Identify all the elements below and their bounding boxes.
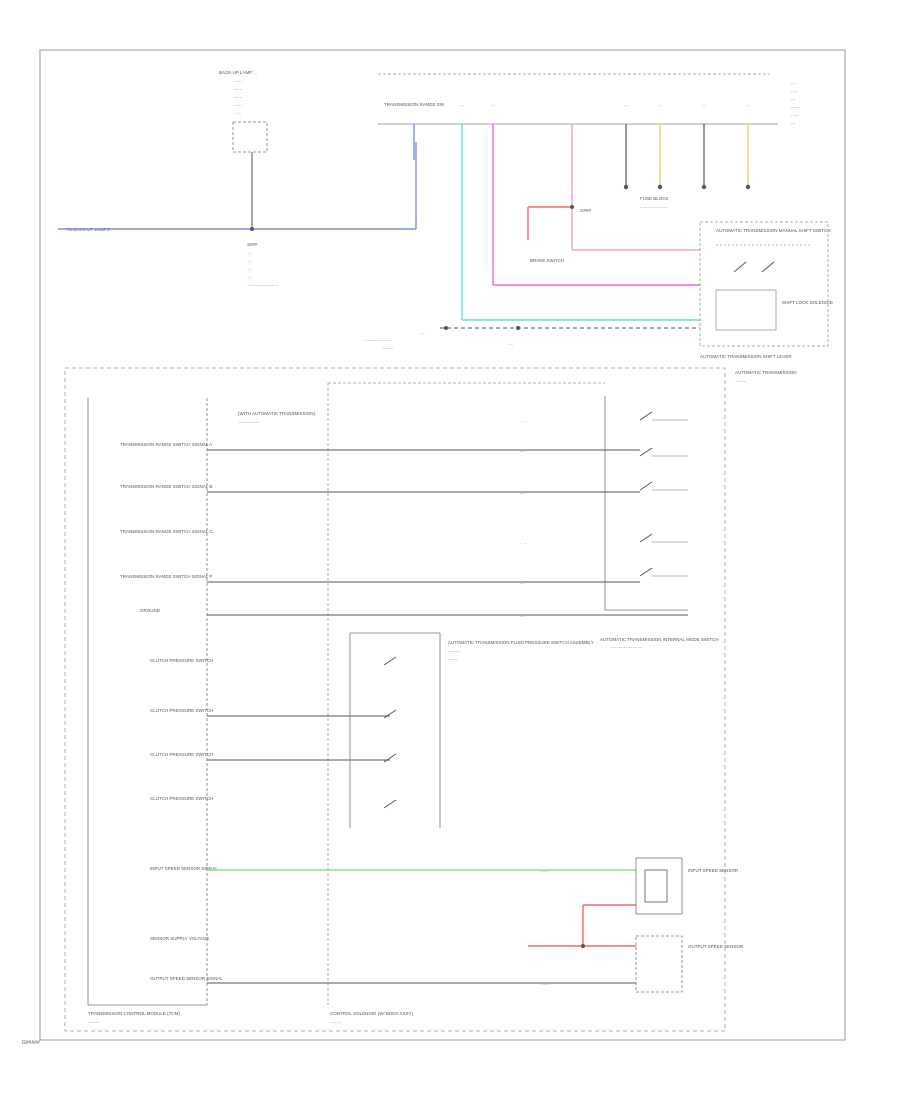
magenta-wire <box>492 160 700 286</box>
tcm-box: TRANSMISSION CONTROL MODULE (TCM) ......… <box>87 398 316 1024</box>
backup-lamp-label: BACK-UP LAMP ... <box>219 70 257 75</box>
splice-block: S### ... ... ... ... ...................… <box>247 242 278 287</box>
pressure-switch-box: AUTOMATIC TRANSMISSION FLUID PRESSURE SW… <box>349 632 594 828</box>
svg-text:BRAKE SWITCH: BRAKE SWITCH <box>530 258 564 263</box>
svg-text:.......: ....... <box>234 86 243 91</box>
backup-lamp-component: BACK-UP LAMP ... ...... ....... ....... … <box>219 70 268 228</box>
svg-text:AUTOMATIC TRANSMISSION SHIFT L: AUTOMATIC TRANSMISSION SHIFT LEVER <box>700 354 792 359</box>
svg-text:....: .... <box>520 580 525 585</box>
svg-text:...: ... <box>491 102 495 107</box>
svg-text:.........................: ......................... <box>247 282 278 287</box>
svg-text:OUTPUT SPEED SENSOR: OUTPUT SPEED SENSOR <box>688 944 744 949</box>
svg-text:.......: ....... <box>234 94 243 99</box>
svg-text:......: ...... <box>234 78 242 83</box>
shift-lever-box: AUTOMATIC TRANSMISSION MANUAL SHIFT SWIT… <box>699 221 834 359</box>
svg-text:SENSOR SUPPLY VOLTAGE: SENSOR SUPPLY VOLTAGE <box>150 936 209 941</box>
svg-text:...: ... <box>247 258 251 263</box>
svg-text:.....: ..... <box>790 120 796 125</box>
svg-text:(WITH AUTOMATIC TRANSMISSION): (WITH AUTOMATIC TRANSMISSION) <box>238 411 316 416</box>
svg-text:.........: ......... <box>88 1019 99 1024</box>
page-frame <box>39 49 846 1041</box>
svg-text:.................: ................. <box>238 419 259 424</box>
svg-text:AUTOMATIC TRANSMISSION MANUAL: AUTOMATIC TRANSMISSION MANUAL SHIFT SWIT… <box>716 228 831 233</box>
svg-text:.........: ......... <box>330 1019 341 1024</box>
svg-text:GROUND: GROUND <box>140 608 161 613</box>
svg-text:.....................: ..................... <box>365 337 391 342</box>
transmission-housing <box>64 367 726 1032</box>
svg-text:.....: ..... <box>235 110 241 115</box>
svg-text:........: ........ <box>448 656 458 661</box>
top-right-label: .... ...... ..... ........ ....... ..... <box>790 80 800 125</box>
svg-text:..........................: .......................... <box>610 644 643 649</box>
svg-text:INPUT SPEED SENSOR: INPUT SPEED SENSOR <box>688 868 739 873</box>
svg-text:....: .... <box>508 341 513 346</box>
svg-text:...: ... <box>247 266 251 271</box>
svg-text:....: .... <box>520 613 525 618</box>
svg-text:SHIFT LOCK SOLENOID: SHIFT LOCK SOLENOID <box>782 300 834 305</box>
svg-text:...: ... <box>624 102 628 107</box>
svg-text:TRANSMISSION RANGE SWITCH SIGN: TRANSMISSION RANGE SWITCH SIGNAL B <box>120 484 212 489</box>
range-switch-box: AUTOMATIC TRANSMISSION INTERNAL MODE SWI… <box>600 396 719 649</box>
svg-text:AUTOMATIC TRANSMISSION: AUTOMATIC TRANSMISSION <box>735 370 797 375</box>
pink-wire: G### BRAKE SWITCH <box>527 160 700 263</box>
control-solenoid-box: CONTROL SOLENOID (W/ BODY ASSY) ........… <box>327 382 605 1024</box>
output-speed-sensor: OUTPUT SPEED SENSOR <box>635 935 744 993</box>
svg-text:.........: ......... <box>735 378 746 383</box>
cyan-wire <box>461 160 700 321</box>
svg-text:. . .: . . . <box>520 540 526 545</box>
svg-text:....: .... <box>790 80 795 85</box>
svg-text:...: ... <box>247 274 251 279</box>
top-connectors: TRANSMISSION RANGE SW ... ... ... ... ..… <box>384 102 751 209</box>
svg-text:...: ... <box>702 102 706 107</box>
input-speed-sensor: INPUT SPEED SENSOR <box>635 857 739 915</box>
svg-text:......: ...... <box>790 88 798 93</box>
svg-text:CLUTCH PRESSURE SWITCH: CLUTCH PRESSURE SWITCH <box>150 708 213 713</box>
svg-text:G###: G### <box>580 208 592 213</box>
svg-text:CLUTCH PRESSURE SWITCH: CLUTCH PRESSURE SWITCH <box>150 658 213 663</box>
svg-text:CONTROL SOLENOID (W/ BODY ASSY: CONTROL SOLENOID (W/ BODY ASSY) <box>330 1011 414 1016</box>
svg-text:........: ........ <box>540 981 550 986</box>
svg-text:FUSE BLOCK: FUSE BLOCK <box>640 196 669 201</box>
svg-text:CLUTCH PRESSURE SWITCH: CLUTCH PRESSURE SWITCH <box>150 796 213 801</box>
svg-text:CLUTCH PRESSURE SWITCH: CLUTCH PRESSURE SWITCH <box>150 752 213 757</box>
svg-text:......................: ...................... <box>640 204 668 209</box>
svg-text:...: ... <box>746 102 750 107</box>
svg-text:...: ... <box>658 102 662 107</box>
svg-text:.....: ..... <box>790 96 796 101</box>
svg-text:TRANSMISSION RANGE SWITCH SIGN: TRANSMISSION RANGE SWITCH SIGNAL C <box>120 529 213 534</box>
svg-text:S###: S### <box>247 242 258 247</box>
svg-text:.......: ....... <box>790 112 799 117</box>
svg-text:TRANSMISSION RANGE SWITCH SIGN: TRANSMISSION RANGE SWITCH SIGNAL P <box>120 574 212 579</box>
svg-text:...: ... <box>460 102 464 107</box>
tcm-title: TRANSMISSION CONTROL MODULE (TCM) <box>88 1011 180 1016</box>
lower-dark-wire: .... ..................... ......... ...… <box>365 326 700 350</box>
svg-text:.........: ......... <box>382 345 393 350</box>
tcm-row-labels: TRANSMISSION RANGE SWITCH SIGNAL A TRANS… <box>120 442 223 981</box>
sensor-wires: ........ ........ <box>207 868 636 986</box>
svg-text:....: .... <box>420 330 425 335</box>
svg-text:OUTPUT SPEED SENSOR SIGNAL: OUTPUT SPEED SENSOR SIGNAL <box>150 976 223 981</box>
svg-text:....: .... <box>520 448 525 453</box>
tcm-signal-lines: . . . .... .... . . . .... .... <box>207 418 688 761</box>
svg-text:. . .: . . . <box>520 418 526 423</box>
svg-text:........: ........ <box>540 868 550 873</box>
svg-text:TRANSMISSION RANGE SW: TRANSMISSION RANGE SW <box>384 102 445 107</box>
svg-text:....: .... <box>520 490 525 495</box>
blue-wire: TO BACK-UP LAMPS <box>58 142 417 232</box>
svg-text:TRANSMISSION RANGE SWITCH SIGN: TRANSMISSION RANGE SWITCH SIGNAL A <box>120 442 212 447</box>
svg-text:...: ... <box>247 250 251 255</box>
svg-text:........: ........ <box>790 104 800 109</box>
svg-text:AUTOMATIC TRANSMISSION FLUID P: AUTOMATIC TRANSMISSION FLUID PRESSURE SW… <box>448 640 594 645</box>
svg-text:..........: .......... <box>448 648 461 653</box>
svg-text:......: ...... <box>234 102 242 107</box>
svg-text:AUTOMATIC TRANSMISSION INTERNA: AUTOMATIC TRANSMISSION INTERNAL MODE SWI… <box>600 637 719 642</box>
page-label: G##### <box>22 1040 40 1046</box>
svg-text:INPUT SPEED SENSOR SIGNAL: INPUT SPEED SENSOR SIGNAL <box>150 866 218 871</box>
